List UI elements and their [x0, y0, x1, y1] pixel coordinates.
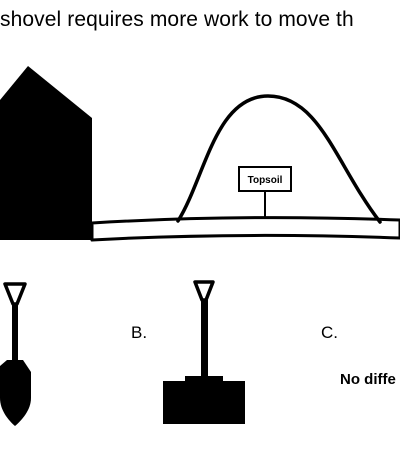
- ground-strip: [90, 216, 400, 242]
- sign-label: Topsoil: [248, 175, 283, 186]
- shovel-b-grip: [193, 280, 215, 302]
- shovel-a-grip: [3, 282, 27, 306]
- sign-board: [238, 166, 292, 192]
- option-c-label: C.: [321, 323, 338, 342]
- shovel-b: [163, 280, 245, 424]
- option-b-label: B.: [131, 323, 148, 342]
- question-text: shovel requires more work to move th: [0, 8, 354, 31]
- topsoil-sign: Topsoil: [238, 166, 292, 219]
- building-silhouette: [0, 66, 92, 240]
- shovel-b-handle: [201, 300, 208, 378]
- shovel-b-collar: [185, 376, 223, 382]
- shovel-a: [0, 282, 31, 426]
- option-c-text: No diffe: [340, 371, 396, 388]
- topsoil-mound: [176, 94, 382, 224]
- shovel-b-blade: [163, 381, 245, 424]
- shovel-a-blade: [0, 360, 31, 426]
- shovel-a-handle: [12, 303, 18, 361]
